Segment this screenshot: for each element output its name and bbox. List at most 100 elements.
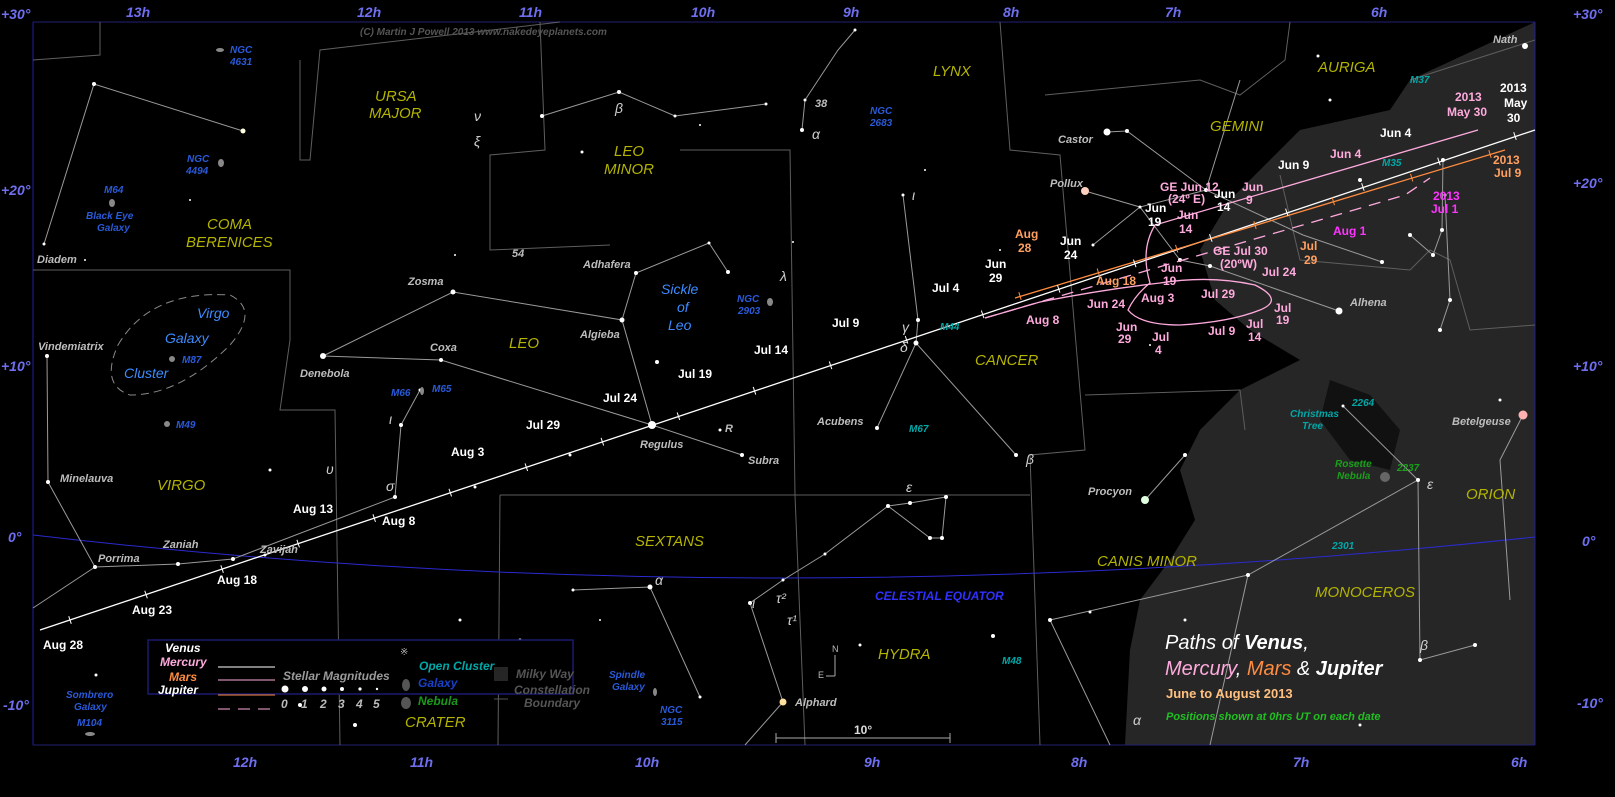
ra-label: 8h [1071,754,1087,770]
date-tick [1331,197,1335,206]
star-label: Subra [748,455,779,467]
dso-label: M37 [1410,75,1430,86]
dso-label: M64 [104,185,124,196]
venus-date: Jul 9 [832,316,860,330]
jupiter-date: Jul 1 [1431,202,1459,216]
star [991,634,995,638]
star [886,504,890,508]
ra-label: 12h [357,4,381,20]
date-tick [1410,173,1414,182]
star [1440,228,1444,232]
venus-date: 19 [1148,215,1162,229]
greek-label: λ [779,268,787,284]
ra-label: 10h [691,4,715,20]
star [1204,188,1208,192]
star-label: Castor [1058,134,1094,146]
venus-date: Jul 24 [603,391,637,405]
star [699,124,701,126]
date-tick [296,539,300,548]
star [93,565,97,569]
jupiter-date: Aug 1 [1333,224,1367,238]
legend-nebula: Nebula [418,694,458,708]
star [94,673,98,677]
star [924,169,926,171]
dso-label: M35 [1382,158,1402,169]
mars-date: 29 [1304,253,1318,267]
star [1138,205,1142,209]
star [908,501,912,505]
mars-date: Aug [1015,227,1038,241]
star [92,82,96,86]
dec-label: +20° [1,182,31,198]
magnitude-label: 0 [281,697,288,711]
dso-label: 2301 [1331,541,1355,552]
star-label: Diadem [37,254,77,266]
dso-label: M48 [1002,656,1022,667]
date-tick [600,437,605,446]
dso-label: NGC [660,705,683,716]
venus-date: Jun [1145,201,1166,215]
star [1316,54,1320,58]
star-label: Algieba [579,329,620,341]
star [580,150,584,154]
star [540,114,544,118]
venus-date: Jun [1060,234,1081,248]
magnitude-dot [302,686,308,692]
star-label: Zavijah [259,544,298,556]
date-tick [448,488,453,497]
mercury-date: Jun [1242,180,1263,194]
galaxy-icon [218,159,224,167]
jupiter-path [984,177,1431,319]
title-sep: , [1236,658,1247,680]
ra-label: 9h [864,754,880,770]
sickle-of-leo-label: of [677,299,691,315]
star [617,90,621,94]
legend-milky-way: Milky Way [516,667,575,681]
star [655,360,659,364]
venus-date: May [1504,96,1528,110]
constellation-hydra: HYDRA [878,646,931,663]
constellation-coma: COMA [207,216,252,233]
dso-label: M67 [909,424,929,435]
dso-label: M104 [77,718,102,729]
magnitude-dot [281,685,289,693]
dso-label: Galaxy [74,702,107,713]
mercury-date: Jul [1152,330,1169,344]
star [1408,233,1412,237]
star [913,340,919,346]
greek-label: ι [389,411,392,427]
sickle-of-leo-label: Leo [668,317,692,333]
star [944,495,948,499]
ra-label: 10h [635,754,659,770]
ra-label: 7h [1293,754,1309,770]
star [1149,344,1151,346]
mercury-ge-label: GE Jun 12 [1160,180,1219,194]
galaxy-icon [164,421,170,427]
dso-label: Galaxy [97,223,130,234]
scale-indicator: 10° N E [775,644,951,743]
greek-label: ε [906,479,913,495]
constellation-sextans: SEXTANS [635,533,704,550]
dec-label: +20° [1573,175,1603,191]
star [568,453,572,457]
dec-label: +10° [1573,358,1603,374]
star [42,242,46,246]
ra-label: 9h [843,4,859,20]
star [599,619,601,621]
milky-way-swatch [494,667,508,681]
venus-date: 14 [1217,200,1231,214]
date-tick [1175,244,1179,253]
star [740,453,744,457]
chart-period: June to August 2013 [1166,686,1293,701]
legend-venus: Venus [165,641,201,655]
dso-label: 2903 [737,306,761,317]
star [189,199,191,201]
star-label: Zaniah [162,539,199,551]
dec-label: 0° [1582,533,1596,549]
title-mars: Mars [1247,658,1291,680]
dso-label: NGC [230,45,253,56]
dso-label: 4631 [229,57,253,68]
star-label: 54 [512,248,524,260]
greek-label: τ² [776,590,787,606]
jupiter-date-labels: 2013 Jul 1 Aug 1 [1333,189,1460,238]
